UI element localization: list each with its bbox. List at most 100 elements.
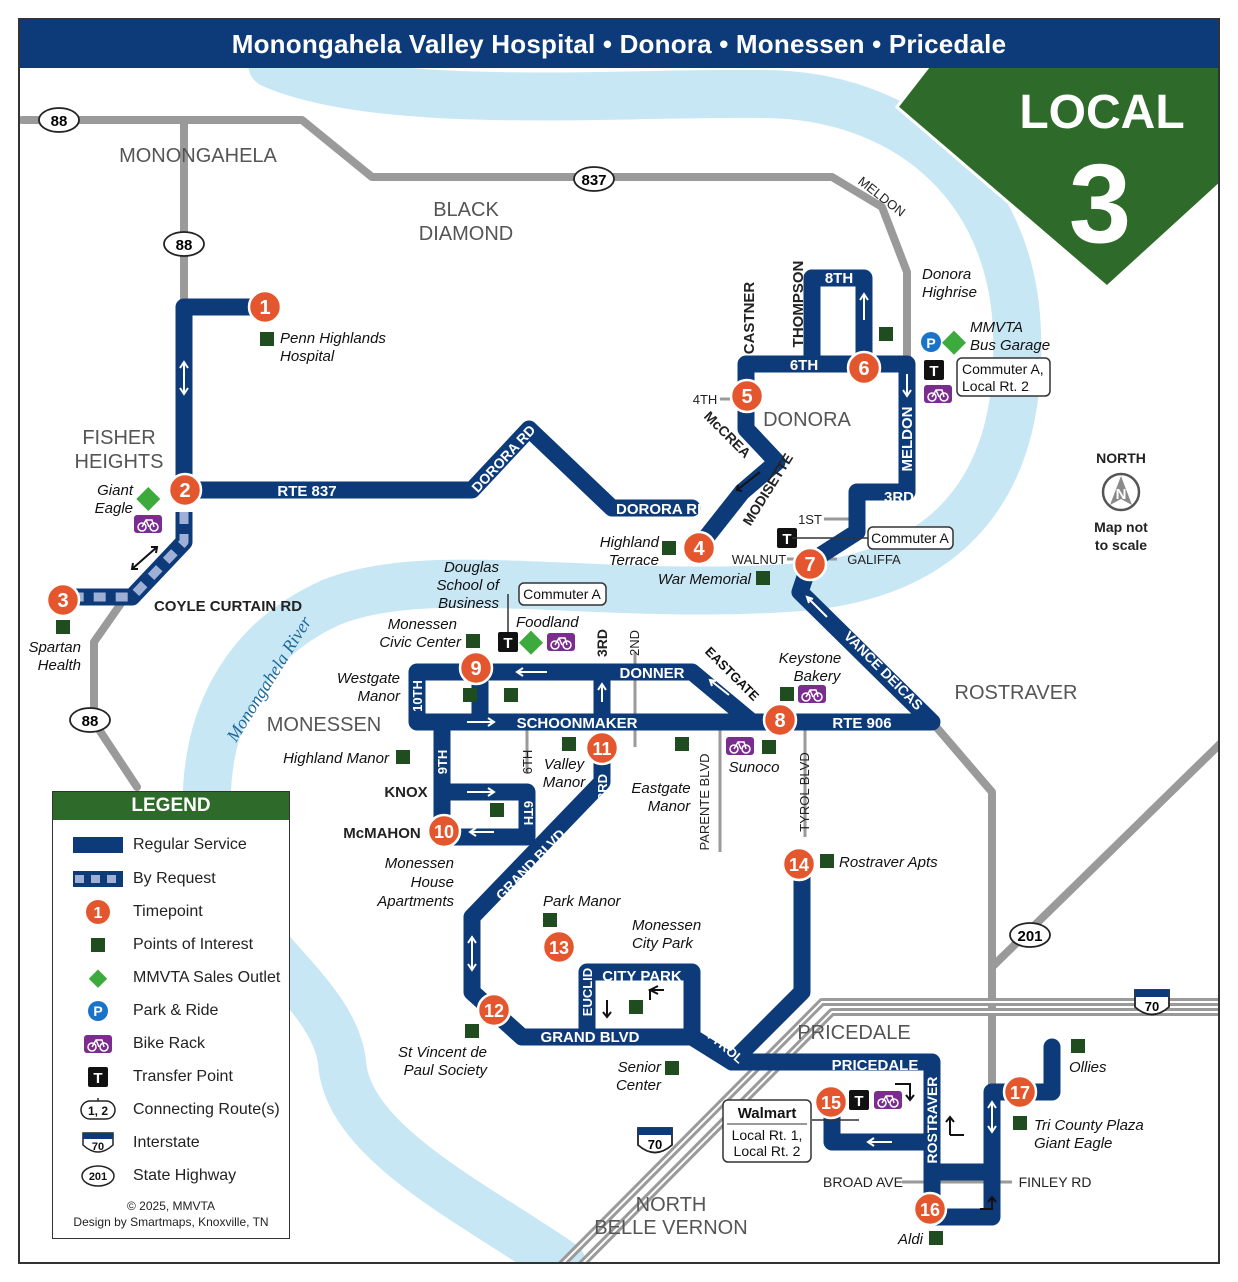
header-banner: Monongahela Valley Hospital • Donora • M… [20,20,1218,68]
timepoint-circle [792,546,828,582]
callout-walmart-2: Local Rt. 2 [734,1143,801,1159]
timepoint-circle [247,289,283,325]
park-ride-symbol: P [71,996,125,1026]
connecting-symbol: 1, 2 [71,1095,125,1125]
street-tyrol-blvd-route: TYROL BLVD [709,943,778,1021]
timepoint-symbol: 1 [71,897,125,927]
legend-highway-number: 201 [89,1171,107,1183]
poi-city-park-1: Monessen [632,917,701,934]
timepoint-circle [45,582,81,618]
street-thompson: THOMPSON [790,261,807,348]
legend-timepoint: 1 Timepoint [53,897,289,927]
legend-transfer: T Transfer Point [53,1062,289,1092]
route-arrows-black [130,471,997,1210]
place-fisher-2: HEIGHTS [75,451,164,473]
timepoint-circle [1002,1074,1038,1110]
poi-ollies: Ollies [1069,1059,1107,1076]
poi-mhouse-2: House [411,874,454,891]
poi-aldi: Aldi [897,1231,924,1248]
street-tyrol: TYROL BLVD [797,752,812,831]
shield-201: 201 [1017,928,1042,945]
street-2nd: 2ND [627,630,642,656]
route-by-request [66,512,193,606]
interstate-shield-icon: 70 [71,1128,125,1158]
place-donora: DONORA [763,409,851,431]
poi-keystone-2: Bakery [794,668,842,685]
poi-symbol [71,930,125,960]
timepoint-circle [476,992,512,1028]
poi-war: War Memorial [658,571,752,588]
callout-walmart-1: Local Rt. 1, [732,1127,803,1143]
street-coyle: COYLE CURTAIN RD [154,598,302,615]
street-mcmahon: McMAHON [343,825,421,842]
timepoint-circle [846,350,882,386]
place-black-diamond-1: BLACK [433,199,499,221]
poi-penn-1: Penn Highlands [280,330,386,347]
street-galiffa: GALIFFA [847,552,901,567]
timepoint-label: 12 [484,1001,504,1021]
poi-labels: Penn Highlands Hospital Giant Eagle Spar… [28,266,1143,1248]
poi-foodland: Foodland [516,614,579,631]
shield-88-c: 88 [82,713,99,730]
poi-civic-1: Monessen [388,616,457,633]
legend-label: State Highway [133,1167,237,1184]
street-mckean: McKEAN [856,395,873,458]
north-label: NORTH [1096,450,1146,466]
legend-interstate: 70 Interstate [53,1128,289,1158]
timepoint-label: 14 [789,855,809,875]
poi-park-manor: Park Manor [543,893,622,910]
street-3rd-donora: 3RD [884,489,914,506]
timepoint-label: 9 [470,658,481,680]
poi-senior-1: Senior [618,1059,662,1076]
poi-tri-1: Tri County Plaza [1034,1117,1144,1134]
poi-mhouse-3: Apartments [376,893,454,910]
legend-label: Interstate [133,1134,200,1151]
route-regular-service [175,269,1061,1226]
place-pricedale: PRICEDALE [797,1022,910,1044]
legend-label: Park & Ride [133,1002,219,1019]
poi-city-park-2: City Park [632,935,694,952]
road-centerline [562,1001,1218,1262]
timepoint-circle [584,730,620,766]
poi-mmvta-2: Bus Garage [970,337,1050,354]
shield-88-b: 88 [176,237,193,254]
timepoint-circle [781,846,817,882]
street-euclid: EUCLID [580,968,595,1016]
legend-footer: © 2025, MMVTA Design by Smartmaps, Knoxv… [53,1198,289,1230]
svg-text:P: P [926,335,935,351]
shield-837: 837 [581,172,606,189]
map-frame: T [18,18,1220,1264]
timepoint-circle [912,1191,948,1227]
poi-highland-t-2: Terrace [609,552,659,569]
street-dorora-b: DORORA RD [616,501,708,518]
street-rte837: RTE 837 [277,483,336,500]
callouts: Commuter A, Local Rt. 2 Commuter A Commu… [507,357,1051,1163]
callout-monessen: Commuter A [523,586,601,602]
street-4th: 4TH [693,392,718,407]
poi-giant-2: Eagle [95,500,133,517]
callout-walmart-title: Walmart [738,1105,797,1122]
timepoint-label: 10 [434,822,454,842]
poi-rostraver-apts: Rostraver Apts [839,854,938,871]
legend-park-letter: P [93,1003,102,1019]
poi-sunoco: Sunoco [729,759,780,776]
timepoint-circle [167,472,203,508]
poi-eastgate-1: Eastgate [631,780,690,797]
street-meldon: MELDON [899,407,916,472]
timepoint-circle [762,702,798,738]
poi-highland-t-1: Highland [600,534,660,551]
poi-spartan-1: Spartan [28,639,81,656]
design-credit: Design by Smartmaps, Knoxville, TN [73,1215,269,1229]
legend-highway: 201 State Highway [53,1161,289,1191]
poi-douglas-2: School of [436,577,500,594]
timepoint-label: 16 [920,1200,940,1220]
poi-donora-h-1: Donora [922,266,971,283]
poi-douglas-1: Douglas [444,559,500,576]
poi-giant-1: Giant [97,482,134,499]
regular-service-symbol [71,830,125,860]
by-request-symbol [71,864,125,894]
place-north-bv-2: BELLE VERNON [594,1217,747,1239]
legend-transfer-letter: T [93,1070,102,1087]
street-donner: DONNER [619,665,684,682]
timepoint-label: 13 [549,938,569,958]
